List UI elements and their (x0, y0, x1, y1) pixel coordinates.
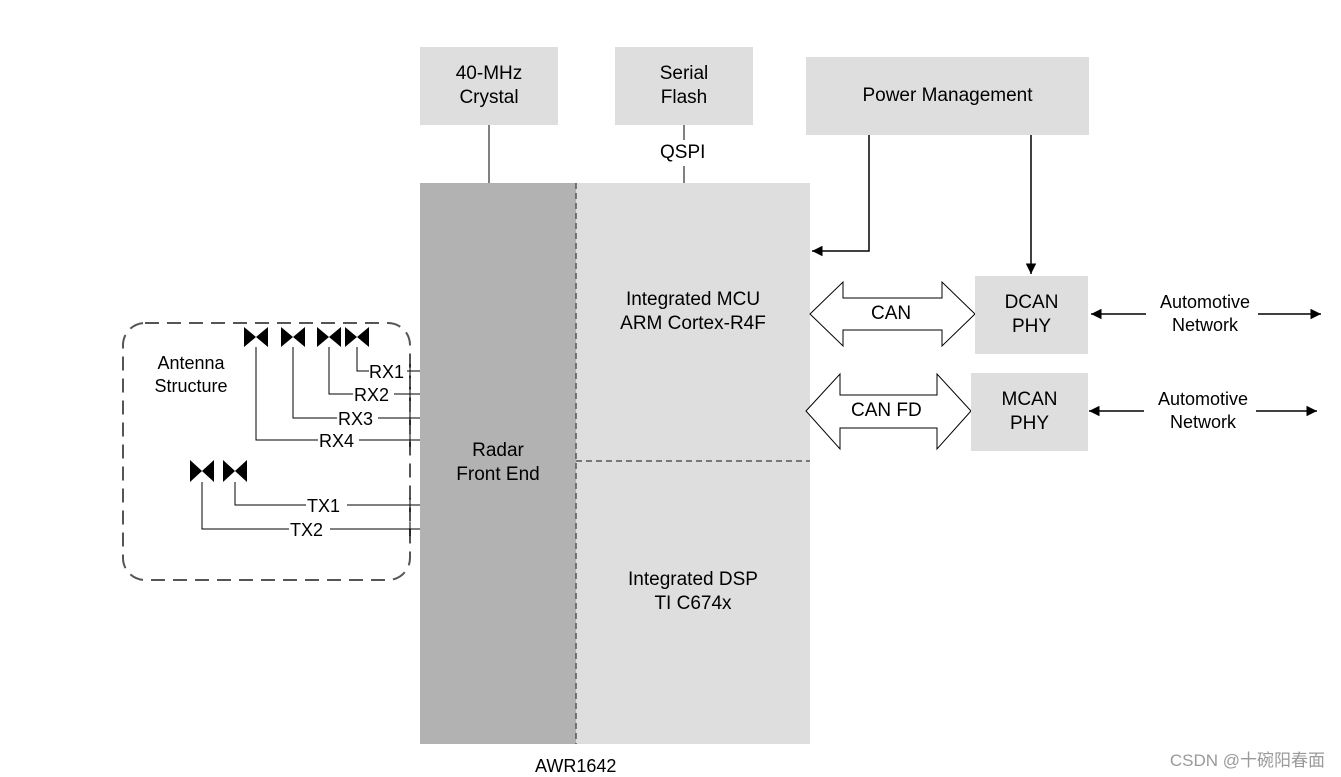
automotive-network-label-1: Automotive Network (1145, 290, 1265, 338)
dsp-label: Integrated DSP TI C674x (576, 567, 810, 617)
qspi-label: QSPI (660, 142, 706, 163)
tx2-label: TX2 (290, 520, 324, 540)
mcan-phy-line2: PHY (1009, 413, 1050, 434)
mcu-label-line2: ARM Cortex-R4F (620, 313, 766, 334)
antenna-structure-line2: Structure (154, 376, 228, 396)
tx1-antenna-icon (223, 460, 247, 482)
mcu-label: Integrated MCU ARM Cortex-R4F (576, 287, 810, 337)
dcan-phy-line1: DCAN (1004, 292, 1059, 313)
rx2-antenna-icon (317, 327, 341, 347)
crystal-block: 40-MHz Crystal (420, 47, 558, 125)
rx1-label: RX1 (369, 362, 405, 382)
antenna-structure-label: Antenna Structure (140, 351, 242, 399)
crystal-label-line2: Crystal (459, 87, 519, 108)
rx1-antenna-icon (345, 327, 369, 347)
tx1-label: TX1 (307, 496, 341, 516)
automotive-network-1-line2: Network (1171, 315, 1238, 335)
tx-antenna-elements (190, 460, 247, 482)
radar-front-end-line2: Front End (456, 464, 540, 485)
serial-flash-label-line1: Serial (659, 63, 709, 84)
power-management-label: Power Management (862, 85, 1033, 106)
mcu-label-line1: Integrated MCU (625, 289, 761, 310)
crystal-label-line1: 40-MHz (455, 63, 523, 84)
serial-flash-label-line2: Flash (660, 87, 708, 108)
can-fd-label: CAN FD (851, 400, 922, 421)
serial-flash-block: Serial Flash (615, 47, 753, 125)
mcan-phy-block: MCAN PHY (971, 373, 1088, 451)
tx2-line (201, 482, 289, 530)
watermark-text: CSDN @十碗阳春面 (1169, 751, 1325, 770)
rx4-label: RX4 (319, 431, 355, 451)
antenna-structure-outline (122, 322, 411, 581)
tx2-antenna-icon (190, 460, 214, 482)
antenna-feed-lines (201, 347, 420, 536)
automotive-network-1-line1: Automotive (1159, 292, 1251, 312)
chip-name-label: AWR1642 (535, 756, 617, 776)
mcu-dsp-region (576, 183, 810, 744)
rx2-line (328, 347, 353, 395)
rx2-label: RX2 (354, 385, 390, 405)
radar-front-end-label: Radar Front End (420, 438, 576, 488)
rx4-line (255, 347, 318, 441)
can-label: CAN (871, 303, 912, 324)
tx1-line (234, 482, 306, 506)
rx1-line (356, 347, 369, 372)
rx3-antenna-icon (281, 327, 305, 347)
automotive-network-2-line1: Automotive (1157, 389, 1249, 409)
automotive-network-2-line2: Network (1169, 412, 1236, 432)
dcan-phy-line2: PHY (1011, 316, 1052, 337)
mcan-phy-line1: MCAN (1001, 389, 1058, 410)
antenna-structure-line1: Antenna (157, 353, 225, 373)
rx3-label: RX3 (338, 409, 374, 429)
radar-front-end-line1: Radar (472, 440, 524, 461)
dsp-label-line2: TI C674x (654, 593, 732, 614)
dsp-label-line1: Integrated DSP (628, 569, 758, 590)
rx-antenna-elements (244, 327, 369, 347)
radar-front-end-region (420, 183, 576, 744)
rx3-line (292, 347, 337, 419)
power-management-block: Power Management (806, 57, 1089, 135)
automotive-network-label-2: Automotive Network (1143, 387, 1263, 435)
dcan-phy-block: DCAN PHY (975, 276, 1088, 354)
power-to-chip-arrow (812, 135, 870, 257)
rx4-antenna-icon (244, 327, 268, 347)
